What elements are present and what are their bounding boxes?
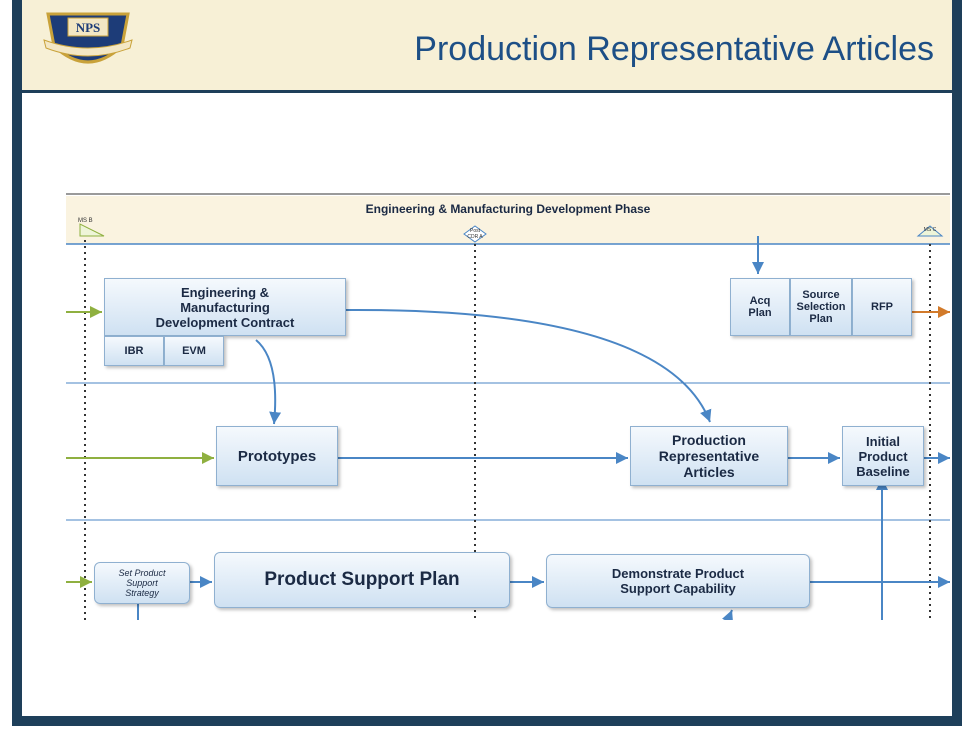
demonstrate-product-support-box: Demonstrate Product Support Capability: [546, 554, 810, 608]
post-cdr-label: Post CDR A: [467, 228, 483, 240]
source-selection-plan-box: Source Selection Plan: [790, 278, 852, 336]
acq-plan-box: Acq Plan: [730, 278, 790, 336]
emd-contract-box: Engineering & Manufacturing Development …: [104, 278, 346, 336]
initial-product-baseline-box: Initial Product Baseline: [842, 426, 924, 486]
set-product-support-strategy-box: Set Product Support Strategy: [94, 562, 190, 604]
rfp-box: RFP: [852, 278, 912, 336]
milestone-b-label: MS B: [78, 218, 93, 224]
ibr-box: IBR: [104, 336, 164, 366]
production-rep-articles-box: Production Representative Articles: [630, 426, 788, 486]
nps-logo: NPS: [43, 12, 133, 64]
process-diagram: Engineering & Manufacturing Development …: [66, 190, 950, 620]
evm-box: EVM: [164, 336, 224, 366]
header-divider: [22, 90, 952, 93]
product-support-plan-box: Product Support Plan: [214, 552, 510, 608]
milestone-c-label: MS C: [923, 227, 937, 233]
diagram-lines: [66, 193, 950, 620]
svg-text:NPS: NPS: [76, 20, 101, 35]
slide-header: [22, 0, 952, 90]
emd-contract-label: Engineering & Manufacturing Development …: [155, 284, 295, 330]
phase-title: Engineering & Manufacturing Development …: [365, 202, 651, 216]
prototypes-box: Prototypes: [216, 426, 338, 486]
page-title: Production Representative Articles: [414, 30, 934, 68]
